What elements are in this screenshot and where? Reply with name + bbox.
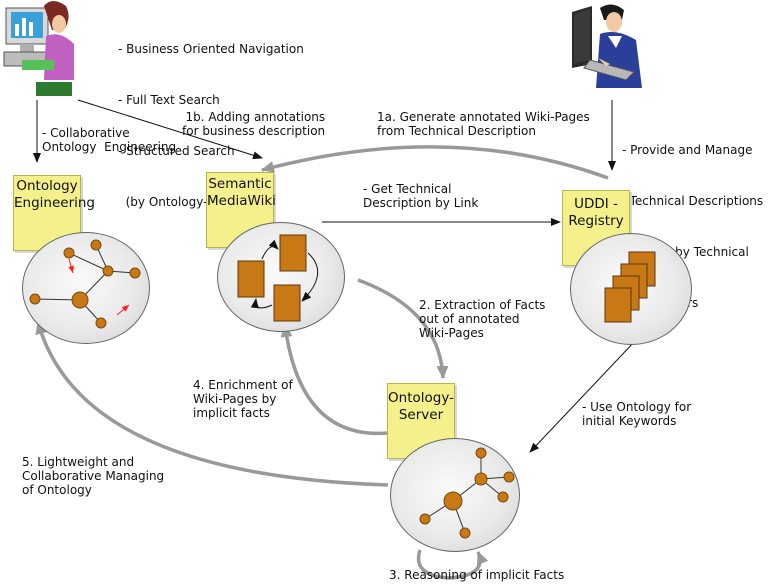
edge-label-1b: 1b. Adding annotations for business desc… [182, 110, 326, 138]
edge-label-3: 3. Reasoning of implicit Facts [389, 568, 565, 582]
edge-label-get-technical: - Get Technical Description by Link [363, 182, 479, 210]
arrow-3 [416, 549, 489, 580]
ontology-engineering-graph [22, 232, 150, 344]
tech-feature-item: Technical Descriptions [622, 194, 764, 208]
tech-feature-item: - Provide and Manage [622, 143, 753, 157]
arrow-2 [357, 278, 449, 379]
business-user-icon [3, 1, 74, 96]
ontology-graph-icon [29, 239, 141, 329]
ontology-server-graph [390, 438, 520, 552]
edge-label-collaborative: - Collaborative Ontology Engineering [42, 126, 177, 154]
edge-label-4: 4. Enrichment of Wiki-Pages by implicit … [193, 378, 293, 420]
document-stack-icon [604, 251, 656, 323]
ontology-engineering-title: Ontology Engineering [14, 178, 95, 211]
arrow-use-ontology [529, 339, 637, 453]
uddi-registry-title: UDDI - Registry [568, 196, 624, 229]
edge-label-2: 2. Extraction of Facts out of annotated … [419, 298, 546, 340]
ontology-graph-icon [419, 447, 515, 539]
arrow-5 [35, 321, 389, 487]
arrow-1b [77, 99, 263, 160]
arrow-1a [261, 145, 609, 180]
semantic-mediawiki-title: Semantic MediaWiki [207, 176, 276, 209]
ontology-server-title: Ontology- Server [388, 390, 454, 423]
wiki-pages-icon [237, 234, 318, 322]
edge-label-5: 5. Lightweight and Collaborative Managin… [22, 455, 165, 497]
user-feature-item: - Full Text Search [118, 93, 220, 107]
edge-label-use-ontology: - Use Ontology for initial Keywords [582, 400, 692, 428]
user-feature-item: - Structured Search [118, 144, 235, 158]
semantic-mediawiki-pages [217, 222, 345, 332]
arrow-4 [280, 324, 389, 436]
technical-user-icon [572, 4, 642, 88]
edge-label-1a: 1a. Generate annotated Wiki-Pages from T… [377, 110, 590, 138]
user-feature-item: - Business Oriented Navigation [118, 42, 304, 56]
uddi-registry-docs [570, 233, 692, 345]
